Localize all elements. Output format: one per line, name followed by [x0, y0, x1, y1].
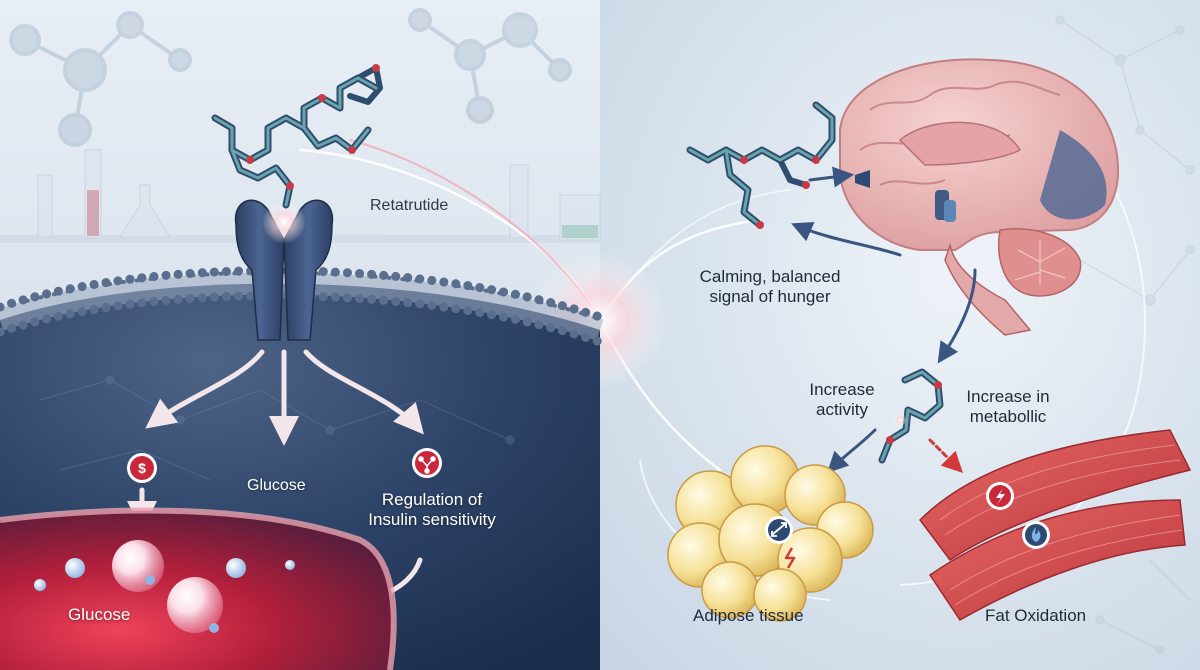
receptor — [234, 199, 334, 341]
label-increase-activity: Increase activity — [809, 380, 874, 420]
label-increase-activity-line1: Increase — [809, 380, 875, 399]
label-glucose-cell: Glucose — [68, 605, 131, 624]
dollar-coin-icon: $ — [127, 453, 157, 483]
muscle-fibers — [919, 429, 1192, 621]
label-calming-line1: Calming, balanced — [699, 267, 841, 286]
molecule-icon — [412, 448, 442, 478]
exchange-arrows-icon — [765, 516, 793, 544]
background-molecules — [9, 8, 572, 147]
adipose-cluster — [667, 445, 874, 622]
label-increase-metabolic-line1: Increase in — [966, 387, 1050, 406]
brain — [839, 58, 1120, 336]
background-network — [1055, 15, 1195, 655]
label-increase-metabolic-line2: metabollic — [969, 407, 1047, 427]
label-adipose: Adipose tissue — [693, 606, 804, 625]
label-retatrutide: Retatrutide — [370, 197, 449, 214]
metabolic-molecule — [878, 368, 944, 464]
lightning-icon — [986, 482, 1014, 510]
flame-icon — [1022, 521, 1050, 549]
cell-interior-network — [39, 375, 515, 481]
label-increase-metabolic: Increase in metabollic — [966, 387, 1049, 427]
svg-text:$: $ — [138, 460, 146, 476]
metabolic-arrow — [928, 438, 963, 473]
retatrutide-molecule — [211, 64, 383, 209]
label-calming-line2: signal of hunger — [709, 287, 831, 307]
adipose-spark-icon — [784, 547, 796, 569]
label-increase-activity-line2: activity — [816, 400, 868, 420]
brain-signal-molecule — [686, 101, 836, 229]
label-fat-oxidation: Fat Oxidation — [985, 606, 1087, 625]
pathway-arrows — [791, 166, 977, 473]
label-calming: Calming, balanced signal of hunger — [700, 267, 841, 307]
label-glucose-center: Glucose — [247, 477, 306, 494]
label-regulation-line2: Insulin sensitivity — [368, 510, 496, 530]
label-regulation: Regulation of Insulin sensitivity — [368, 490, 496, 530]
label-regulation-line1: Regulation of — [381, 490, 483, 509]
glucose-bubbles — [34, 540, 295, 633]
